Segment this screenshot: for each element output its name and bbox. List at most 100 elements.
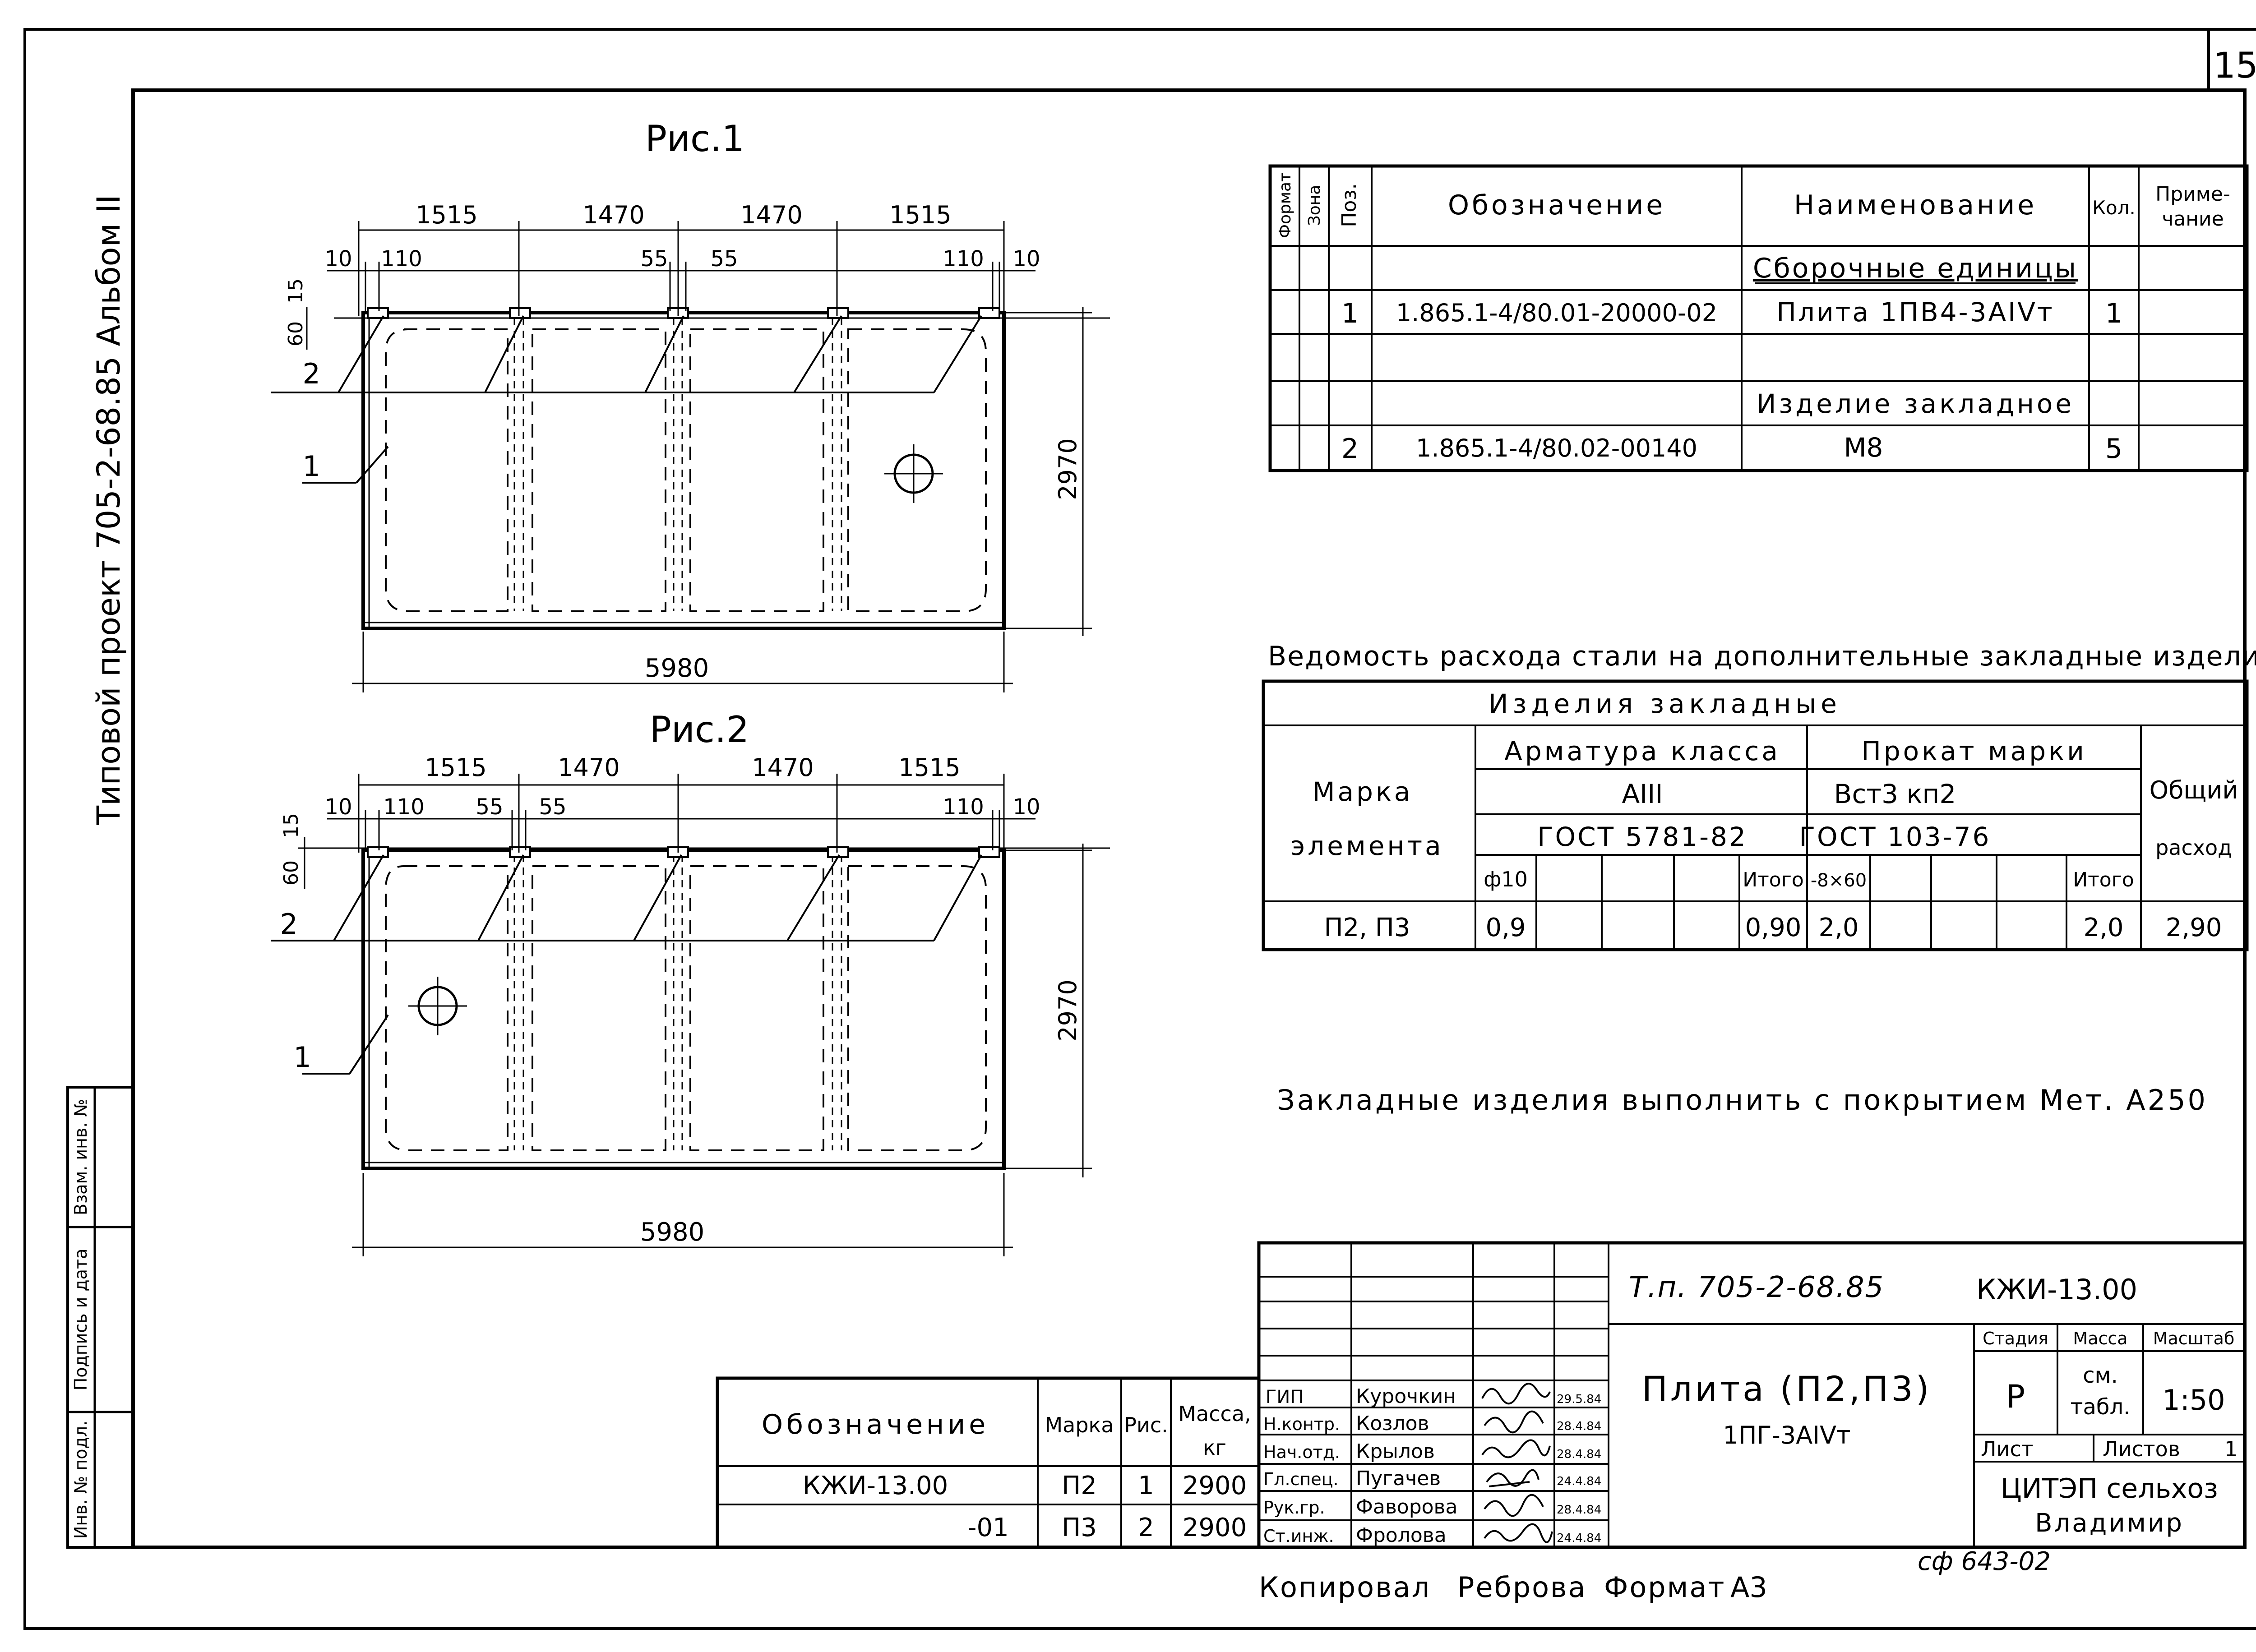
spec-row-5-pos: 2	[1341, 433, 1359, 465]
sig-role-4: Гл.спец.	[1263, 1469, 1339, 1489]
dim-height: 2970	[1054, 438, 1082, 500]
spec-row-2-pos: 1	[1341, 298, 1359, 329]
dim-sub-2: 110	[381, 246, 422, 272]
dim-top-1: 1515	[425, 753, 486, 782]
var-row-1-mark: П2	[1062, 1471, 1097, 1500]
spec-row-2-qty: 1	[2105, 298, 2122, 329]
sig-role-6: Ст.инж.	[1263, 1526, 1334, 1546]
dim-top-2: 1470	[582, 201, 644, 229]
tb-mass-2: табл.	[2071, 1394, 2131, 1420]
side-title: Типовой проект 705-2-68.85 Альбом II	[90, 194, 127, 826]
var-row-2-designation: -01	[967, 1513, 1008, 1542]
dim-top-4: 1515	[898, 753, 960, 782]
tb-project: Т.п. 705-2-68.85	[1629, 1271, 1884, 1304]
sig-name-5: Фаворова	[1356, 1495, 1457, 1518]
steel-rebar-header: Арматура класса	[1504, 736, 1780, 766]
dim-left-60: 60	[280, 860, 303, 886]
dim-sub-3: 55	[476, 794, 503, 820]
leader-2: 2	[303, 357, 320, 390]
var-row-2-fig: 2	[1138, 1513, 1154, 1542]
var-col-designation: Обозначение	[762, 1409, 989, 1440]
vertical-stamp: Инв. № подл. Подпись и дата Взам. инв. №	[66, 1086, 134, 1549]
steel-rolled-grade: Вст3 кп2	[1834, 779, 1956, 809]
tb-sheet-label: Лист	[1981, 1437, 2034, 1461]
steel-table-title: Ведомость расхода стали на дополнительны…	[1268, 641, 2256, 672]
dim-sub-6: 10	[1012, 794, 1040, 820]
sig-date-1: 29.5.84	[1557, 1393, 1601, 1406]
figure-1: Рис.1	[271, 118, 1110, 692]
steel-rebar-subtotal: Итого	[1743, 868, 1804, 891]
tb-scale-label: Масштаб	[2153, 1329, 2235, 1348]
stamp-signature-date: Подпись и дата	[71, 1249, 91, 1391]
dim-sub-1: 10	[324, 246, 352, 272]
steel-rolled-sub: -8×60	[1811, 870, 1867, 891]
tb-sheets-label: Листов	[2103, 1437, 2180, 1461]
sig-role-2: Н.контр.	[1263, 1414, 1340, 1434]
dim-top-1: 1515	[416, 201, 477, 229]
specification-table: Формат Зона Поз. Обозначение Наименовани…	[1268, 164, 2249, 472]
col-qty: Кол.	[2092, 197, 2136, 219]
dim-sub-1: 10	[324, 794, 352, 820]
sig-date-2: 28.4.84	[1557, 1420, 1601, 1433]
tb-product-mark: 1ПГ-3АIVт	[1723, 1421, 1851, 1449]
tb-org-2: Владимир	[2035, 1509, 2184, 1538]
stamp-replaced-inv: Взам. инв. №	[71, 1099, 91, 1215]
dim-top-4: 1515	[889, 201, 951, 229]
spec-row-1-name: Сборочные единицы	[1753, 253, 2078, 284]
coating-note: Закладные изделия выполнить с покрытием …	[1277, 1084, 2208, 1117]
title-block: Т.п. 705-2-68.85 КЖИ-13.00 Плита (П2,П3)…	[1257, 1241, 2247, 1549]
sig-date-3: 28.4.84	[1557, 1448, 1601, 1461]
tb-product-name: Плита (П2,П3)	[1642, 1369, 1932, 1409]
dim-top-3: 1470	[752, 753, 814, 782]
steel-rolled-subtotal: Итого	[2073, 868, 2134, 891]
steel-rolled-header: Прокат марки	[1861, 736, 2087, 766]
dim-height: 2970	[1054, 979, 1082, 1041]
sig-name-3: Крылов	[1356, 1440, 1435, 1463]
leader-1: 1	[294, 1041, 311, 1074]
tb-doc-code: КЖИ-13.00	[1976, 1273, 2137, 1306]
steel-rolled-gost: ГОСТ 103-76	[1799, 821, 1991, 852]
var-row-1-designation: КЖИ-13.00	[803, 1471, 948, 1500]
dim-left-60: 60	[284, 321, 307, 346]
steel-row-total: 2,90	[2166, 913, 2222, 942]
tb-sheets-value: 1	[2224, 1437, 2238, 1461]
steel-group-header: Изделия закладные	[1489, 688, 1841, 719]
sig-name-1: Курочкин	[1356, 1385, 1456, 1408]
dim-top-3: 1470	[740, 201, 802, 229]
tb-mass-label: Масса	[2073, 1329, 2127, 1348]
spec-row-2-designation: 1.865.1-4/80.01-20000-02	[1396, 299, 1717, 327]
var-row-2-mass: 2900	[1183, 1513, 1247, 1542]
steel-row-rebar-phi10: 0,9	[1485, 913, 1526, 942]
sig-date-5: 28.4.84	[1557, 1503, 1601, 1517]
col-note-1: Приме-	[2155, 183, 2230, 206]
col-zone: Зона	[1305, 185, 1324, 226]
dim-width: 5980	[640, 1218, 705, 1247]
col-designation: Обозначение	[1448, 189, 1665, 221]
steel-row-rolled-total: 2,0	[2083, 913, 2123, 942]
col-name: Наименование	[1794, 189, 2037, 221]
archive-stamp: сф 643-02	[1918, 1547, 2051, 1576]
leader-2: 2	[280, 908, 298, 941]
figure-2: Рис.2	[271, 709, 1110, 1256]
var-row-1-fig: 1	[1138, 1471, 1154, 1500]
dim-top-2: 1470	[558, 753, 619, 782]
tb-stage: Р	[2006, 1378, 2025, 1415]
tb-org-1: ЦИТЭП сельхоз	[2001, 1473, 2218, 1504]
format-value: А3	[1730, 1571, 1767, 1604]
dim-width: 5980	[645, 654, 709, 683]
steel-row-rebar-total: 0,90	[1745, 913, 1802, 942]
sig-name-6: Фролова	[1356, 1524, 1447, 1547]
dim-sub-4: 55	[710, 246, 738, 272]
var-col-mark: Марка	[1045, 1413, 1114, 1437]
tb-stage-label: Стадия	[1983, 1329, 2048, 1348]
dim-sub-2: 110	[383, 794, 425, 820]
figure-1-title: Рис.1	[645, 118, 745, 160]
col-pos: Поз.	[1338, 183, 1361, 227]
spec-row-5-qty: 5	[2105, 433, 2122, 465]
var-row-1-mass: 2900	[1183, 1471, 1247, 1500]
dim-left-15: 15	[280, 813, 303, 838]
steel-row-mark: П2, П3	[1324, 913, 1410, 942]
var-col-mass-2: кг	[1203, 1435, 1226, 1460]
sig-role-1: ГИП	[1266, 1387, 1304, 1407]
figure-2-title: Рис.2	[650, 709, 749, 751]
